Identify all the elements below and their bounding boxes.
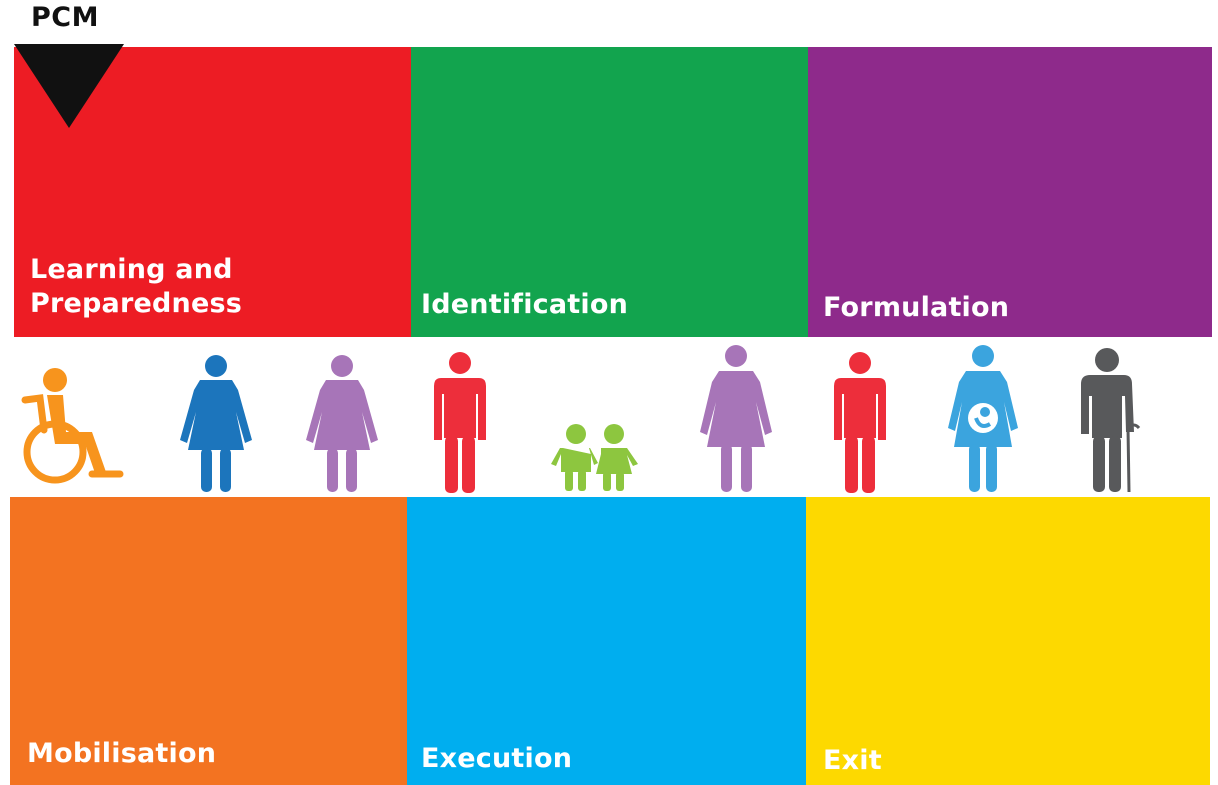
phase-mobilisation-block: Mobilisation	[10, 497, 407, 785]
man-icon-red-2	[834, 352, 886, 493]
phase-identification-label: Identification	[421, 289, 629, 320]
phase-exit-label: Exit	[823, 745, 882, 776]
phase-formulation-label: Formulation	[823, 292, 1010, 323]
man-icon-red	[434, 352, 486, 493]
phase-identification-block: Identification	[411, 47, 808, 337]
phase-mobilisation-label: Mobilisation	[27, 738, 217, 769]
people-row	[21, 345, 1141, 493]
pregnant-woman-icon	[948, 345, 1018, 492]
phase-learning-label: Learning and Preparedness	[30, 253, 242, 321]
phase-exit-block: Exit	[806, 497, 1210, 785]
wheelchair-user-icon	[21, 368, 124, 484]
woman-icon-purple	[306, 355, 378, 492]
pcm-title: PCM	[31, 2, 99, 33]
phase-execution-block: Execution	[407, 497, 806, 785]
elderly-person-icon	[1081, 348, 1141, 493]
phase-learning-line1: Learning and	[30, 254, 233, 285]
children-icon	[551, 424, 638, 491]
phase-formulation-block: Formulation	[808, 47, 1212, 337]
woman-icon-purple-tall	[700, 345, 772, 492]
phase-learning-line2: Preparedness	[30, 288, 242, 319]
woman-icon-blue	[180, 355, 252, 492]
pcm-triangle-marker	[14, 44, 124, 128]
phase-execution-label: Execution	[421, 743, 573, 774]
